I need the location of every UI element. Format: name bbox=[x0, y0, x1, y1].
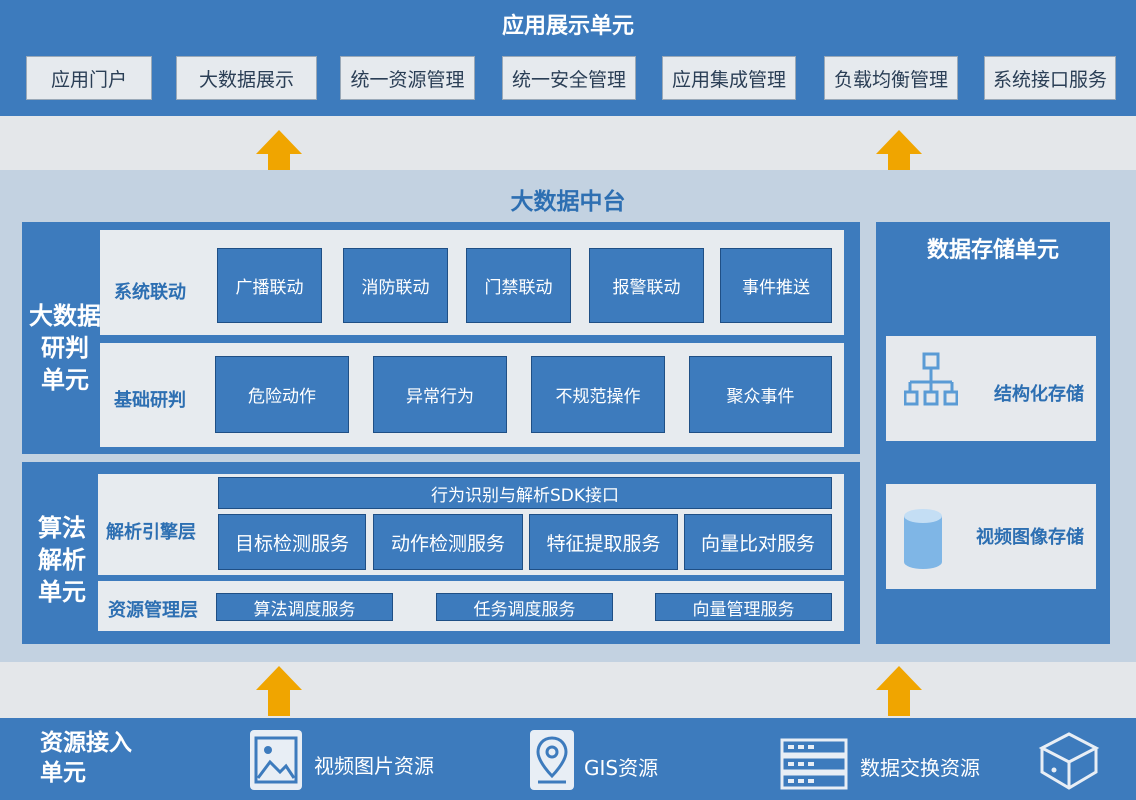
app-item-integration-mgmt[interactable]: 应用集成管理 bbox=[662, 56, 796, 100]
linkage-alarm[interactable]: 报警联动 bbox=[589, 248, 704, 323]
algorithm-unit-title: 算法 解析 单元 bbox=[38, 514, 86, 606]
service-task-scheduling[interactable]: 任务调度服务 bbox=[436, 593, 613, 621]
linkage-broadcast[interactable]: 广播联动 bbox=[217, 248, 322, 323]
linkage-event-push[interactable]: 事件推送 bbox=[720, 248, 832, 323]
service-target-detection[interactable]: 目标检测服务 bbox=[218, 514, 366, 570]
gap-band-top bbox=[0, 116, 1136, 170]
access-data-exchange-label: 数据交换资源 bbox=[860, 756, 980, 780]
app-item-bigdata-display[interactable]: 大数据展示 bbox=[176, 56, 317, 100]
basic-research-label: 基础研判 bbox=[114, 390, 186, 411]
app-item-portal[interactable]: 应用门户 bbox=[26, 56, 152, 100]
research-unit-title: 大数据 研判 单元 bbox=[29, 302, 101, 394]
service-vector-management[interactable]: 向量管理服务 bbox=[655, 593, 832, 621]
up-arrow-icon bbox=[256, 130, 302, 180]
access-gis-label: GIS资源 bbox=[584, 756, 659, 780]
sdk-interface-bar[interactable]: 行为识别与解析SDK接口 bbox=[218, 477, 832, 509]
app-item-load-balance[interactable]: 负载均衡管理 bbox=[824, 56, 958, 100]
research-abnormal-behavior[interactable]: 异常行为 bbox=[373, 356, 507, 433]
service-action-detection[interactable]: 动作检测服务 bbox=[373, 514, 523, 570]
resource-access-title: 资源接入 单元 bbox=[40, 730, 132, 786]
service-vector-compare[interactable]: 向量比对服务 bbox=[684, 514, 832, 570]
up-arrow-icon bbox=[876, 666, 922, 716]
database-cylinder-icon bbox=[904, 509, 942, 569]
research-crowd-event[interactable]: 聚众事件 bbox=[689, 356, 832, 433]
up-arrow-icon bbox=[256, 666, 302, 716]
research-irregular-operation[interactable]: 不规范操作 bbox=[531, 356, 665, 433]
resource-layer-label: 资源管理层 bbox=[108, 600, 198, 621]
gap-band-bottom bbox=[0, 662, 1136, 718]
app-item-interface-service[interactable]: 系统接口服务 bbox=[984, 56, 1116, 100]
up-arrow-icon bbox=[876, 130, 922, 180]
bigdata-platform-title: 大数据中台 bbox=[510, 189, 626, 215]
structured-storage-label: 结构化存储 bbox=[994, 384, 1084, 405]
linkage-fire[interactable]: 消防联动 bbox=[343, 248, 448, 323]
storage-unit-title: 数据存储单元 bbox=[926, 238, 1059, 263]
linkage-access-control[interactable]: 门禁联动 bbox=[466, 248, 571, 323]
app-item-security-mgmt[interactable]: 统一安全管理 bbox=[502, 56, 636, 100]
structured-storage-card[interactable] bbox=[886, 336, 1096, 441]
video-image-storage-label: 视频图像存储 bbox=[976, 527, 1084, 548]
image-icon bbox=[250, 730, 302, 790]
service-feature-extraction[interactable]: 特征提取服务 bbox=[529, 514, 678, 570]
device-box-icon bbox=[1038, 732, 1100, 790]
app-display-title: 应用展示单元 bbox=[501, 14, 634, 39]
hierarchy-icon bbox=[904, 352, 958, 406]
map-pin-icon bbox=[530, 730, 574, 790]
research-dangerous-action[interactable]: 危险动作 bbox=[215, 356, 349, 433]
access-video-image-label: 视频图片资源 bbox=[314, 754, 434, 778]
app-item-resource-mgmt[interactable]: 统一资源管理 bbox=[340, 56, 475, 100]
service-algorithm-scheduling[interactable]: 算法调度服务 bbox=[216, 593, 393, 621]
engine-label: 解析引擎层 bbox=[106, 522, 196, 543]
linkage-label: 系统联动 bbox=[114, 282, 186, 303]
server-rack-icon bbox=[780, 738, 848, 790]
